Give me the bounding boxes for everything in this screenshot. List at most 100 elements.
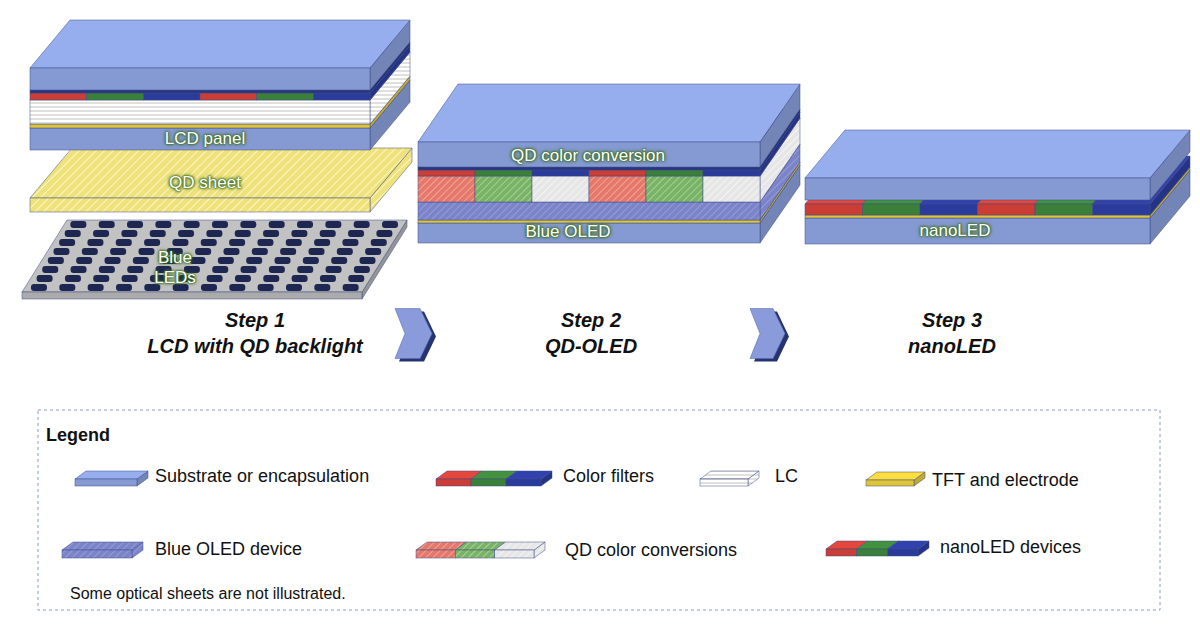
slab-front: [589, 176, 646, 202]
slab-top: [866, 472, 925, 480]
top-glass: [805, 130, 1190, 200]
step-arrow: [395, 309, 432, 359]
slab-top: [805, 130, 1190, 178]
blue-led: [229, 284, 245, 291]
blue-led-array: [31, 221, 398, 291]
step-title: QD-OLED: [432, 334, 750, 360]
slab-front: [646, 170, 703, 176]
slab-front: [418, 142, 760, 167]
blue-led: [212, 266, 228, 273]
blue-led: [343, 284, 359, 291]
blue-led: [314, 284, 330, 291]
slab-front: [475, 170, 532, 176]
blue-led: [82, 248, 98, 255]
slab-front: [646, 176, 703, 202]
slab-front: [22, 292, 362, 299]
slab-front: [805, 178, 1150, 200]
slab-front: [532, 170, 589, 176]
slab-front: [418, 176, 475, 202]
step-number: Step 1: [115, 308, 395, 334]
slab-front: [703, 170, 760, 176]
note-text: Some optical sheets are not illustrated.: [70, 585, 346, 603]
slab-front: [418, 202, 760, 220]
blue-led: [93, 275, 109, 282]
tft-electrode: [418, 162, 800, 223]
legend-swatch: [62, 542, 143, 558]
blue-led: [257, 239, 273, 246]
step-caption: Step 1LCD with QD backlight: [115, 308, 395, 359]
blue-led: [235, 275, 251, 282]
slab-top: [30, 148, 412, 198]
blue-led: [348, 230, 364, 237]
step-title: nanoLED: [785, 334, 1119, 360]
slab-front: [257, 93, 314, 100]
led-board: [22, 220, 407, 299]
blue-led: [138, 248, 154, 255]
blue-led: [121, 230, 137, 237]
blue-led: [99, 221, 115, 228]
slab-front: [30, 90, 370, 93]
blue-led: [99, 266, 115, 273]
layer-label: QD sheet: [169, 173, 241, 193]
layer-label: nanoLED: [920, 221, 991, 241]
blue-led: [31, 284, 47, 291]
blue-led: [348, 275, 364, 282]
blue-led: [365, 248, 381, 255]
slab-top: [700, 471, 759, 479]
legend-swatch: [826, 541, 929, 556]
blue-led: [116, 284, 132, 291]
legend-title: Legend: [46, 425, 110, 446]
blue-led: [314, 239, 330, 246]
blue-led: [88, 284, 104, 291]
blue-led: [65, 230, 81, 237]
slab-front: [857, 549, 888, 556]
blue-led: [354, 221, 370, 228]
blue-led: [241, 266, 257, 273]
blue-led: [240, 221, 256, 228]
blue-led: [269, 221, 285, 228]
blue-led: [371, 239, 387, 246]
slab-front: [30, 198, 370, 212]
blue-led: [150, 230, 166, 237]
blue-led: [110, 248, 126, 255]
slab-front: [313, 93, 370, 100]
layer-label: QD color conversion: [511, 146, 665, 166]
blue-led: [360, 257, 376, 264]
legend-text: TFT and electrode: [932, 470, 1079, 491]
blue-led: [326, 266, 342, 273]
blue-led: [303, 257, 319, 264]
blue-led: [212, 221, 228, 228]
top-glass: [418, 84, 800, 167]
legend-swatch: [75, 471, 148, 486]
blue-led: [292, 275, 308, 282]
legend-swatch: [436, 471, 552, 486]
slab-top: [22, 220, 407, 292]
bottom-substrate: [805, 170, 1190, 244]
blue-led: [201, 239, 217, 246]
slab-front: [805, 204, 863, 215]
slab-front: [887, 549, 918, 556]
blue-led: [178, 230, 194, 237]
slab-front: [495, 550, 534, 558]
slab-top: [30, 20, 410, 68]
bottom-glass: [30, 80, 410, 150]
blue-led: [70, 221, 86, 228]
slab-front: [418, 167, 760, 170]
slab-front: [87, 93, 144, 100]
step-number: Step 3: [785, 308, 1119, 334]
blue-led: [207, 275, 223, 282]
legend-text: nanoLED devices: [940, 537, 1081, 558]
legend-text: Substrate or encapsulation: [155, 466, 369, 487]
blue-led: [59, 239, 75, 246]
blue-led: [342, 239, 358, 246]
blue-led: [269, 266, 285, 273]
blue-led: [218, 257, 234, 264]
slab-front: [30, 128, 370, 150]
slab-top: [495, 542, 545, 550]
blue-led: [320, 230, 336, 237]
step-caption: Step 2QD-OLED: [432, 308, 750, 359]
blue-led: [65, 275, 81, 282]
blue-led: [71, 266, 87, 273]
slab-front: [416, 550, 455, 558]
layer-label: LCD panel: [165, 129, 245, 149]
